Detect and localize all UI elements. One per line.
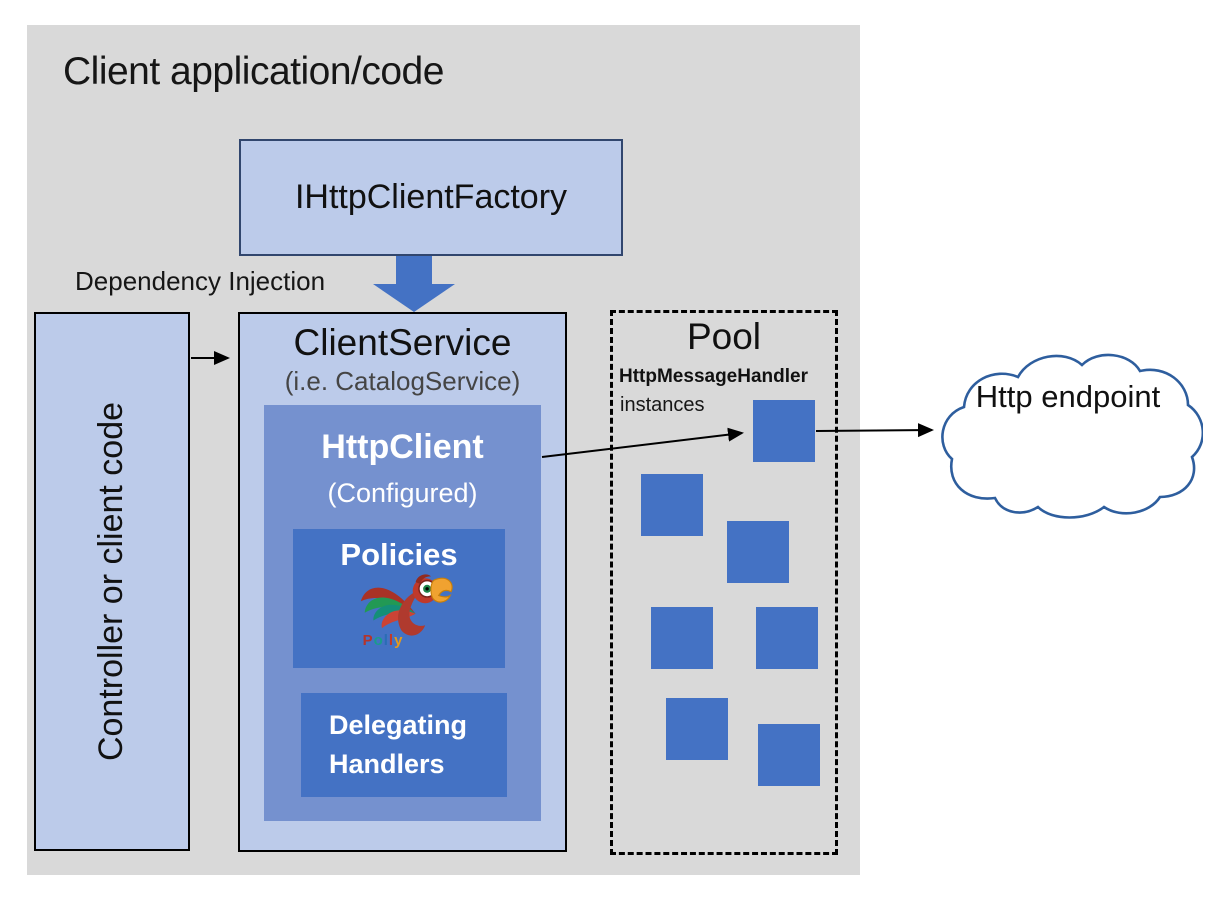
polly-feather-red <box>360 587 416 614</box>
controller-label: Controller or client code <box>92 401 131 762</box>
http-endpoint-cloud <box>941 353 1203 519</box>
pool-box <box>610 310 838 855</box>
polly-pupil <box>425 587 429 591</box>
polly-wordmark: Polly <box>362 632 404 649</box>
pool-type-label: HttpMessageHandler <box>619 366 808 387</box>
dependency-injection-label: Dependency Injection <box>75 266 326 296</box>
cloud-outline <box>941 353 1203 519</box>
ihttpclientfactory-label: IHttpClientFactory <box>294 178 568 216</box>
delegating-handlers-label: Delegating Handlers <box>329 710 468 780</box>
polly-body <box>398 587 426 636</box>
pool-title: Pool <box>686 316 762 357</box>
httpclient-subtitle: (Configured) <box>327 478 478 508</box>
controller-box: Controller or client code <box>34 312 190 851</box>
delegating-handlers-box: Delegating Handlers <box>301 693 507 797</box>
ihttpclientfactory-box: IHttpClientFactory <box>239 139 623 256</box>
polly-parrot-logo-icon <box>360 574 453 636</box>
clientservice-title: ClientService <box>293 322 512 363</box>
policies-label: Policies <box>340 537 458 572</box>
client-application-title: Client application/code <box>63 50 444 93</box>
polly-beak <box>430 577 453 603</box>
httpclient-title: HttpClient <box>321 428 484 466</box>
pool-instances-label: instances <box>620 394 705 416</box>
http-endpoint-label: Http endpoint <box>975 379 1161 414</box>
clientservice-subtitle: (i.e. CatalogService) <box>284 366 521 396</box>
polly-crest <box>415 574 431 584</box>
